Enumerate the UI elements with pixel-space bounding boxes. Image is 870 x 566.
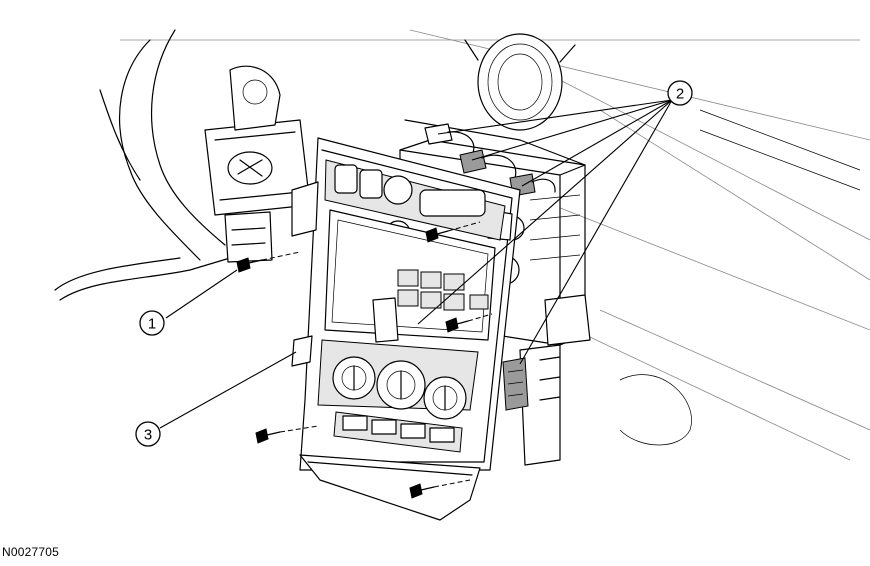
callout-1: 1 [139, 310, 165, 336]
callout-3: 3 [135, 421, 161, 447]
callout-2-label: 2 [676, 86, 684, 103]
callout-2: 2 [667, 80, 693, 106]
center-trim-bezel [291, 137, 521, 521]
steering-column [54, 29, 311, 301]
figure-id-label: N0027705 [2, 545, 59, 559]
bolt-callout-1 [236, 251, 301, 273]
leader-lines [159, 99, 673, 429]
bezel-fasteners [255, 221, 493, 499]
callout-1-label: 1 [148, 316, 156, 333]
dashboard-background [120, 29, 870, 461]
air-vent [464, 33, 576, 131]
callout-3-label: 3 [144, 427, 152, 444]
